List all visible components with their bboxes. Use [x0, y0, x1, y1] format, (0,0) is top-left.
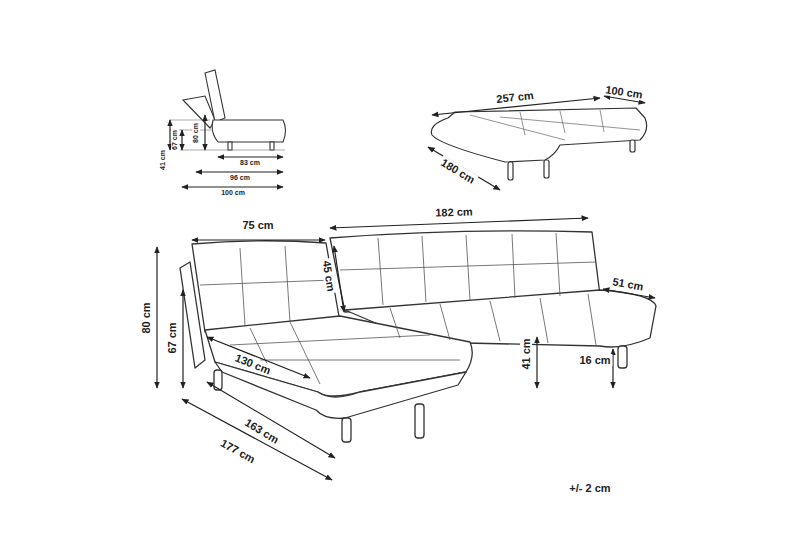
dimension-label: 16 cm	[577, 354, 612, 366]
dimension-label: 75 cm	[240, 219, 275, 231]
dimension-label: 100 cm	[603, 83, 646, 101]
dimension-label: 67 cm	[166, 320, 178, 355]
dimension-label: 41 cm	[159, 148, 167, 172]
dimension-label: 67 cm	[171, 128, 179, 152]
dimension-label: 177 cm	[217, 436, 259, 467]
dimension-label: 51 cm	[610, 275, 647, 293]
dimension-label: 41 cm	[520, 336, 532, 371]
dimension-label: 80 cm	[140, 300, 152, 335]
dimension-label: 180 cm	[437, 155, 479, 187]
dimension-label: 80 cm	[192, 121, 200, 145]
dimension-label: 257 cm	[494, 89, 536, 105]
dimension-label: 182 cm	[433, 205, 475, 219]
dimension-label: 83 cm	[238, 159, 262, 167]
dimension-label: +/- 2 cm	[567, 482, 612, 494]
dimension-label: 96 cm	[228, 174, 252, 182]
dimension-label: 100 cm	[219, 189, 247, 197]
